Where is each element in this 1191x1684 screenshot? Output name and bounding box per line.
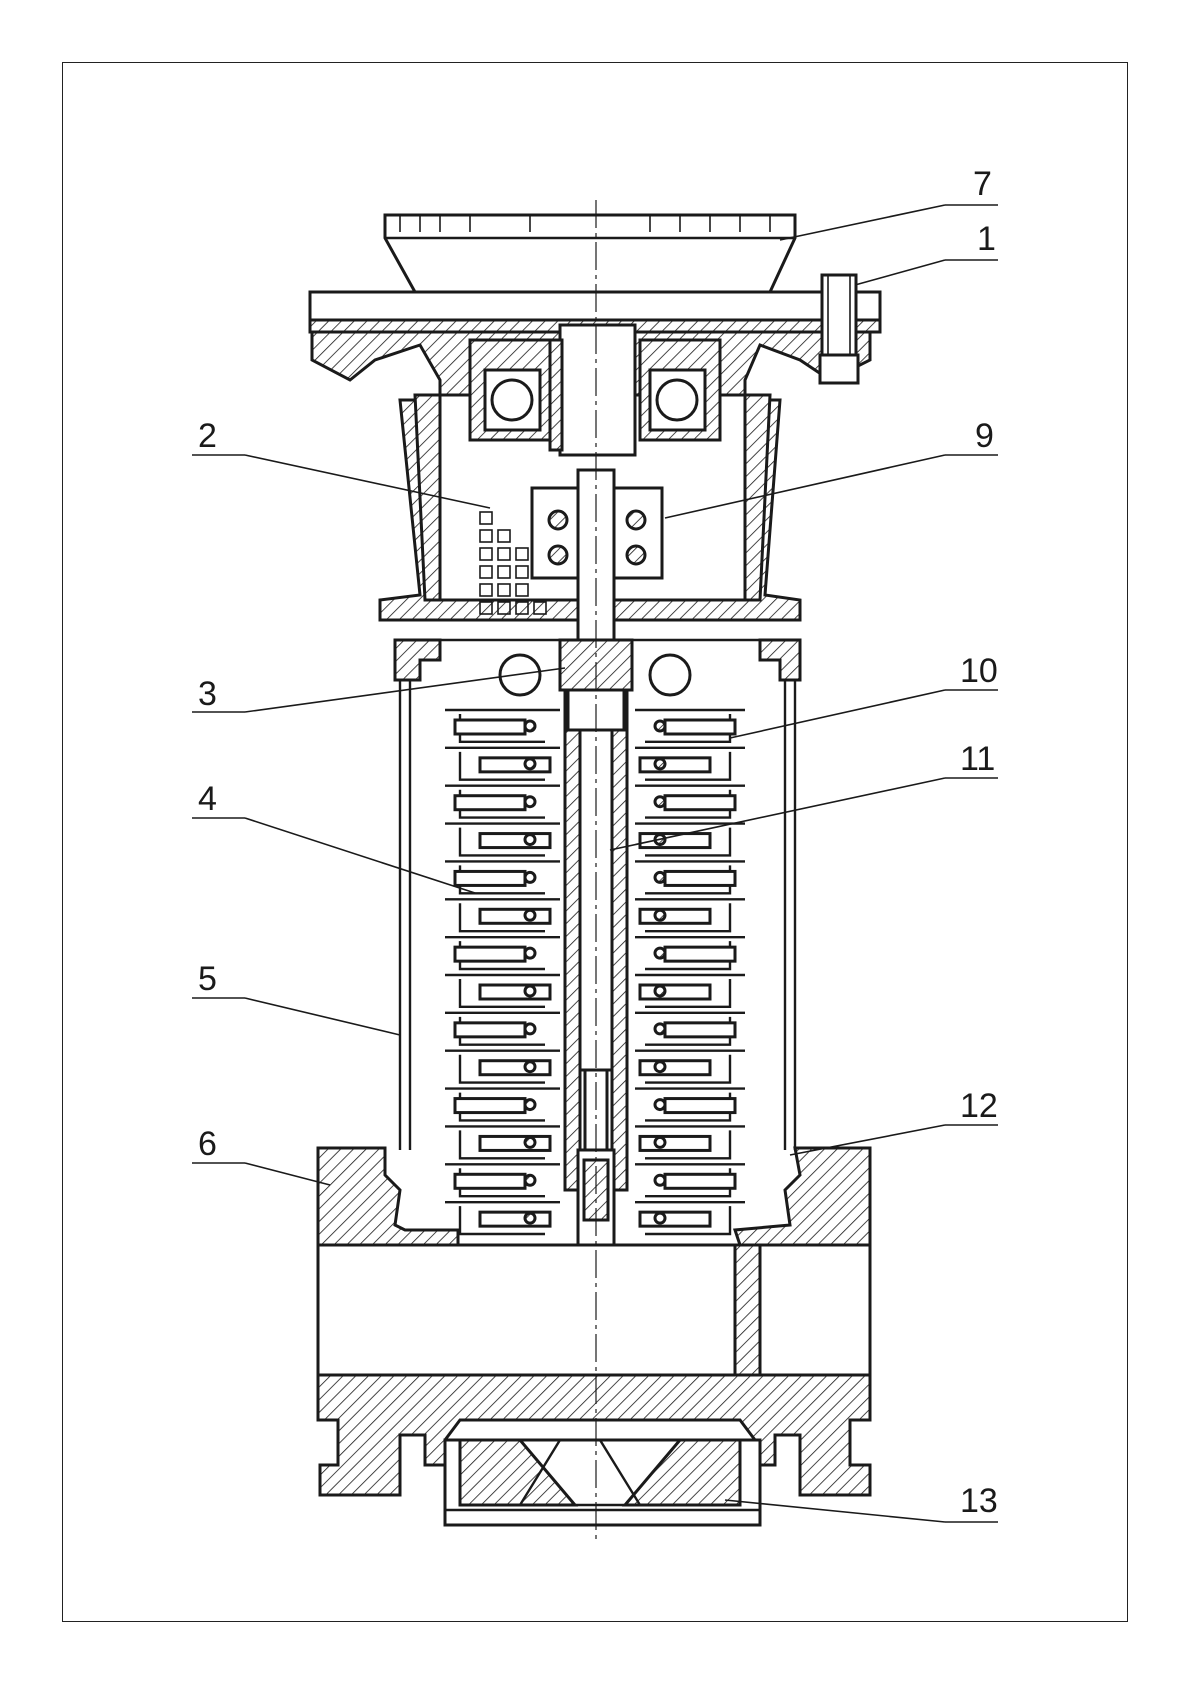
impeller-left: [455, 1099, 525, 1113]
impeller-right: [665, 720, 735, 734]
wear-ring-left: [525, 797, 535, 807]
callout-6: 6: [192, 1125, 330, 1185]
svg-text:10: 10: [960, 652, 998, 690]
wear-ring-right: [655, 948, 665, 958]
impeller-right: [665, 871, 735, 885]
callout-10: 10: [730, 652, 998, 738]
impeller-right: [640, 1212, 710, 1226]
wear-ring-left: [525, 910, 535, 920]
svg-text:1: 1: [977, 220, 996, 258]
impeller-left: [455, 947, 525, 961]
callout-12: 12: [790, 1087, 998, 1155]
wear-ring-right: [655, 872, 665, 882]
wear-ring-right: [655, 1062, 665, 1072]
wear-ring-left: [525, 1213, 535, 1223]
impeller-left: [455, 1174, 525, 1188]
impeller-left: [455, 1023, 525, 1037]
wear-ring-left: [525, 986, 535, 996]
svg-text:7: 7: [973, 165, 992, 203]
impeller-left: [480, 1212, 550, 1226]
impeller-left: [480, 834, 550, 848]
wear-ring-left: [525, 1024, 535, 1034]
impeller-left: [480, 758, 550, 772]
wear-ring-left: [525, 1137, 535, 1147]
impeller-left: [455, 871, 525, 885]
svg-text:9: 9: [975, 417, 994, 455]
wear-ring-right: [655, 910, 665, 920]
motor-housing: [385, 215, 795, 292]
wear-ring-left: [525, 1175, 535, 1185]
svg-text:6: 6: [198, 1125, 217, 1163]
wear-ring-right: [655, 986, 665, 996]
wear-ring-right: [655, 1100, 665, 1110]
svg-text:3: 3: [198, 675, 217, 713]
wear-ring-right: [655, 1024, 665, 1034]
wear-ring-right: [655, 797, 665, 807]
svg-text:5: 5: [198, 960, 217, 998]
callout-1: 1: [855, 220, 998, 285]
callout-7: 7: [780, 165, 998, 240]
impeller-right: [640, 1136, 710, 1150]
wear-ring-left: [525, 835, 535, 845]
svg-text:13: 13: [960, 1482, 998, 1520]
impeller-left: [455, 720, 525, 734]
callout-5: 5: [192, 960, 400, 1035]
impeller-right: [640, 985, 710, 999]
svg-text:12: 12: [960, 1087, 998, 1125]
impeller-right: [665, 796, 735, 810]
impeller-right: [640, 909, 710, 923]
impeller-left: [455, 796, 525, 810]
svg-text:4: 4: [198, 780, 217, 818]
wear-ring-right: [655, 1175, 665, 1185]
impeller-left: [480, 985, 550, 999]
impeller-right: [665, 1023, 735, 1037]
impeller-left: [480, 1061, 550, 1075]
wear-ring-left: [525, 721, 535, 731]
impeller-right: [640, 1061, 710, 1075]
wear-ring-right: [655, 721, 665, 731]
wear-ring-left: [525, 1100, 535, 1110]
svg-text:2: 2: [198, 417, 217, 455]
impeller-left: [480, 1136, 550, 1150]
impeller-right: [665, 1174, 735, 1188]
wear-ring-left: [525, 1062, 535, 1072]
impeller-left: [480, 909, 550, 923]
wear-ring-right: [655, 759, 665, 769]
impeller-right: [665, 1099, 735, 1113]
wear-ring-left: [525, 948, 535, 958]
wear-ring-left: [525, 872, 535, 882]
wear-ring-left: [525, 759, 535, 769]
callout-4: 4: [192, 780, 475, 893]
wear-ring-right: [655, 1137, 665, 1147]
impeller-right: [665, 947, 735, 961]
svg-text:11: 11: [960, 740, 995, 778]
wear-ring-right: [655, 1213, 665, 1223]
impeller-right: [640, 758, 710, 772]
